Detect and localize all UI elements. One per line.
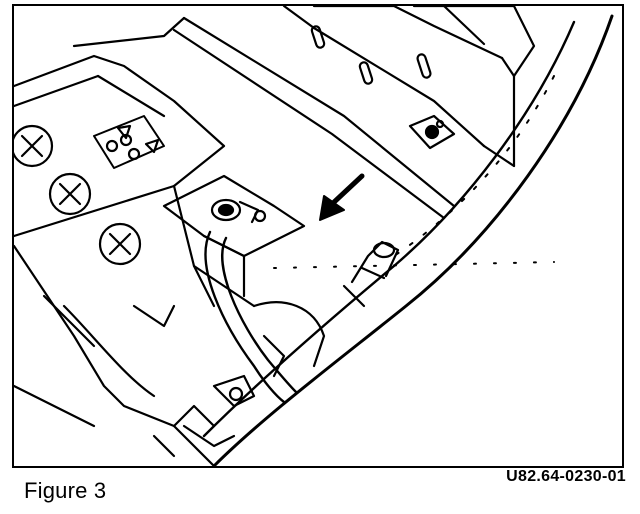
- figure-code: U82.64-0230-01: [506, 468, 626, 485]
- figure-label: Figure 3: [24, 478, 107, 503]
- cable-connector: [342, 240, 400, 308]
- illustration-frame: [12, 4, 624, 468]
- upper-bracket: [282, 6, 536, 168]
- battery-cable: [204, 230, 298, 404]
- battery-terminal: [162, 174, 306, 298]
- dashed-guide: [273, 261, 555, 269]
- diagonal-beam: [72, 16, 456, 220]
- pointer-arrow-icon: [319, 173, 365, 221]
- battery: [14, 54, 256, 466]
- battery-vent-label: [93, 115, 165, 169]
- ground-stud-bracket: [408, 114, 456, 150]
- mounting-clamp: [182, 301, 326, 448]
- battery-cell-caps: [14, 124, 142, 266]
- body-panel: [202, 14, 614, 466]
- battery-compartment-illustration: [14, 6, 614, 466]
